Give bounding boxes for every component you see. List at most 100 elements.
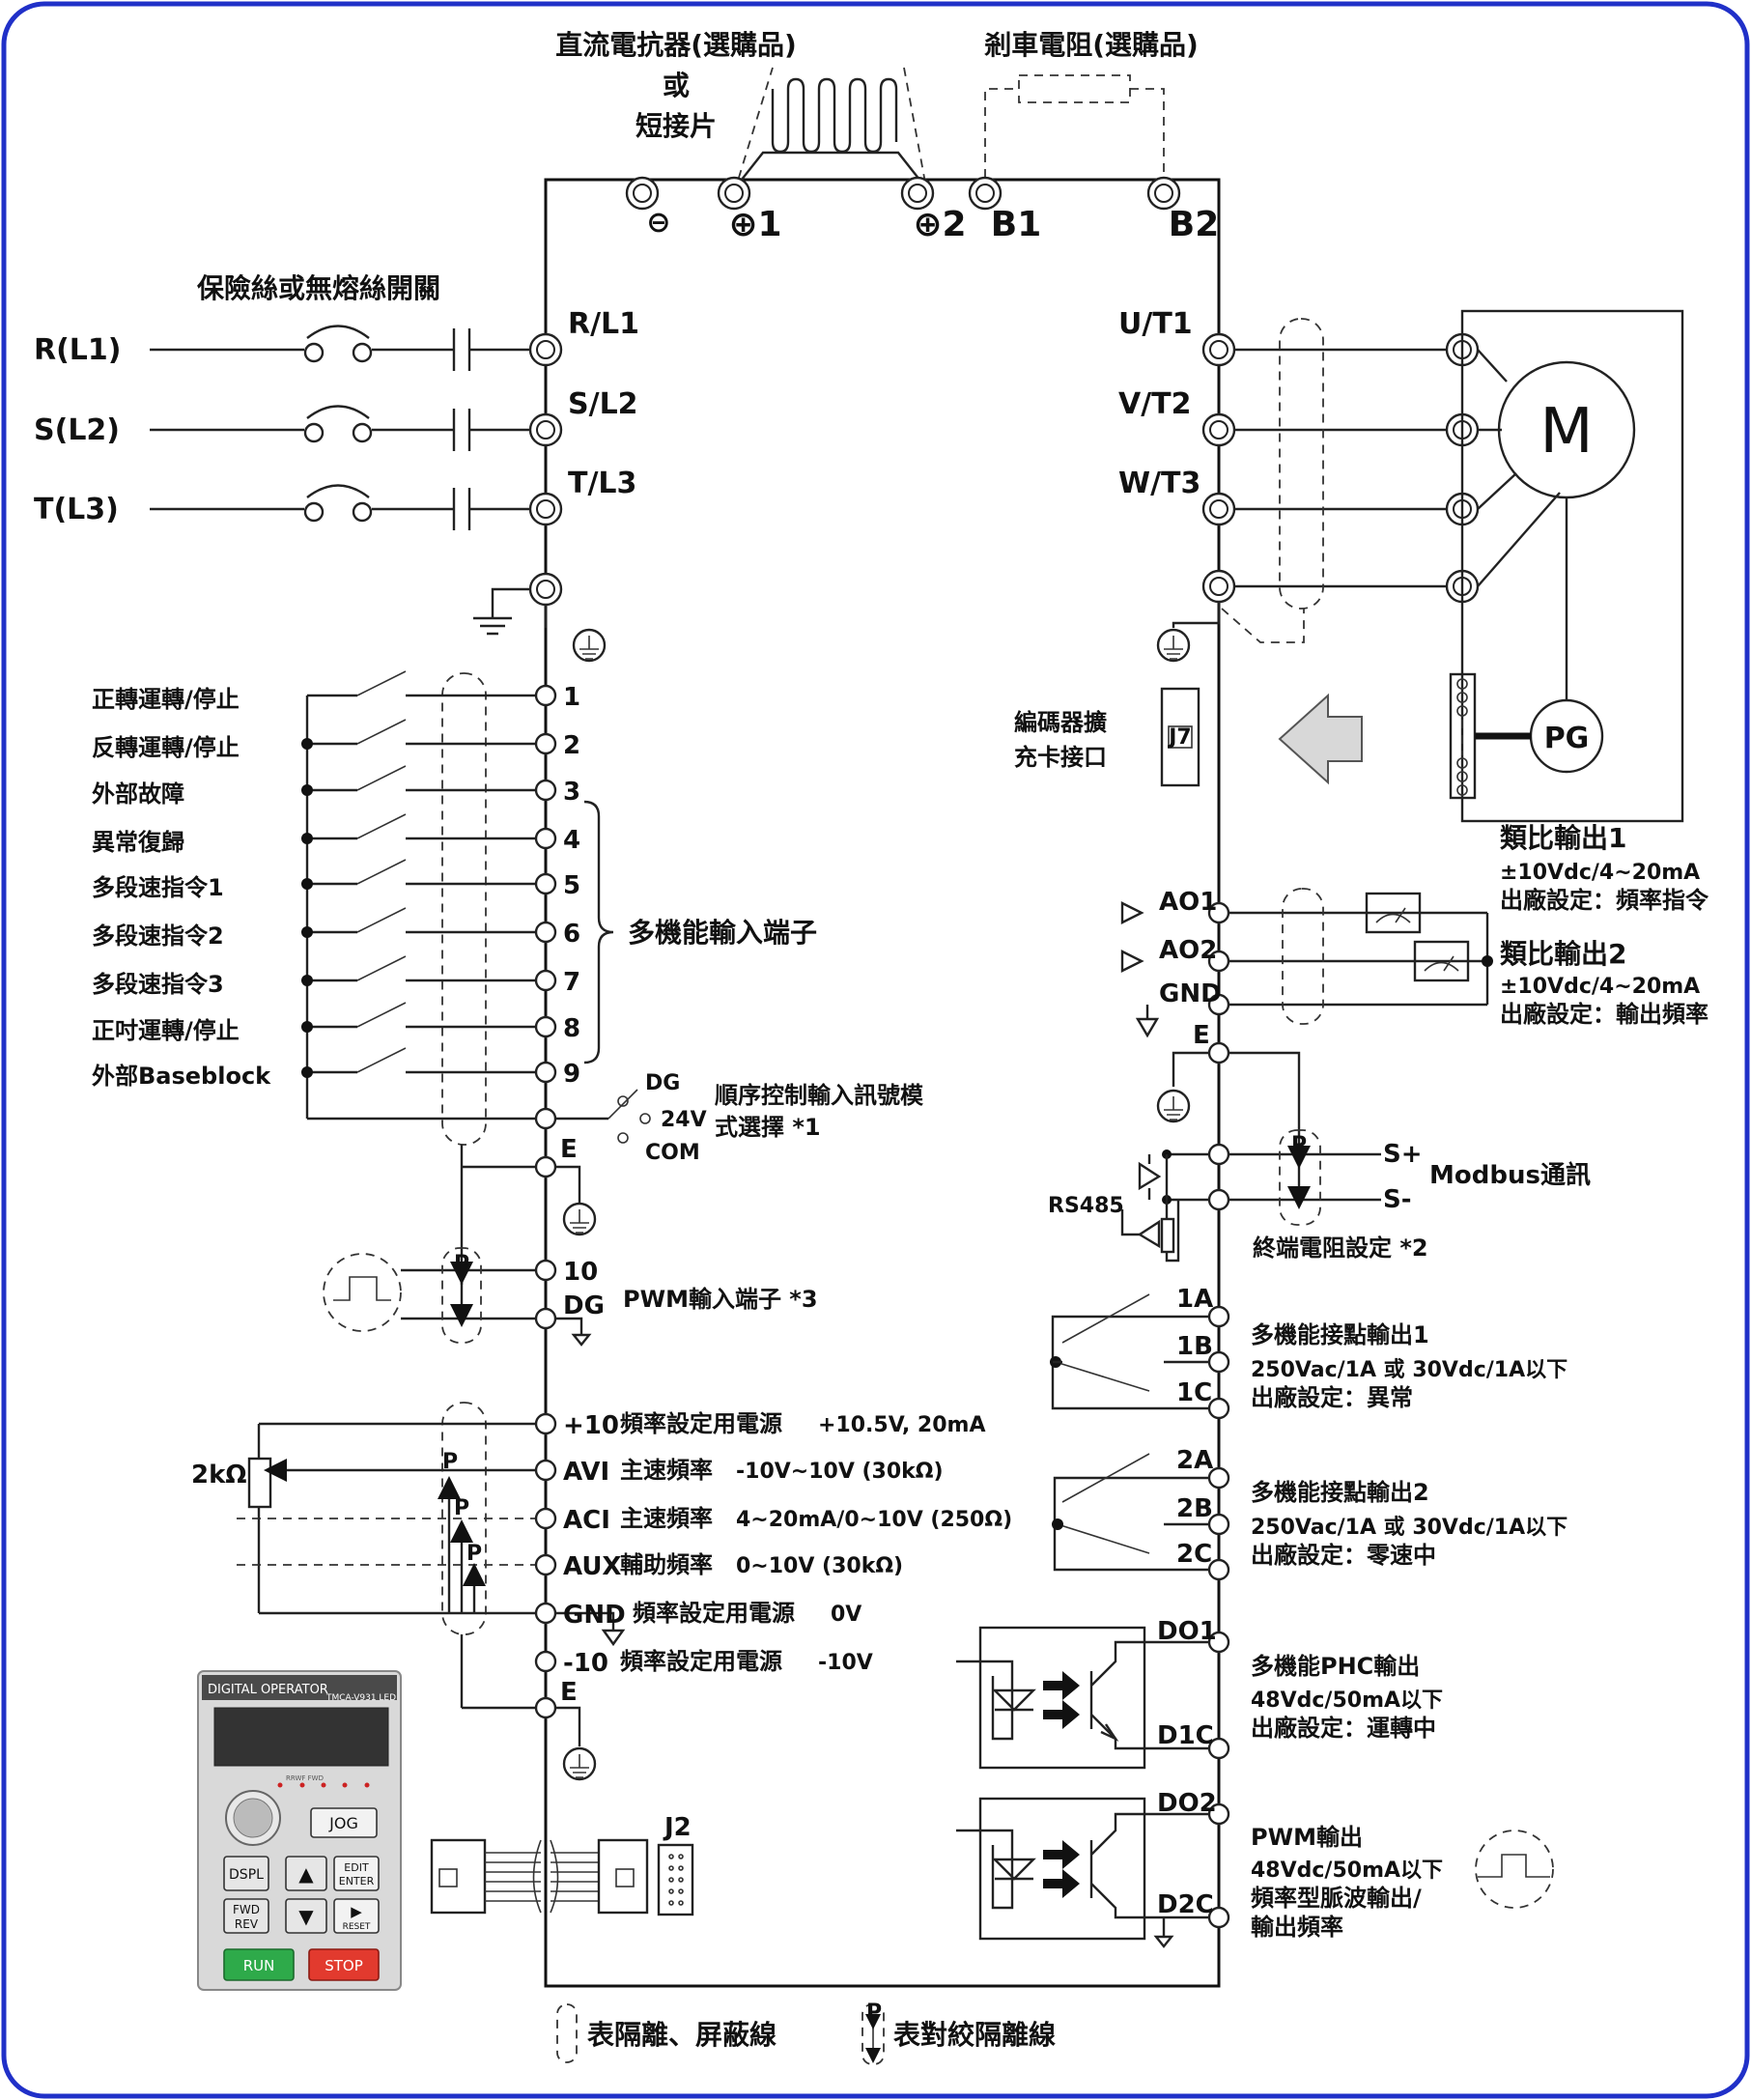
terminal-ut1-label: U/T1 — [1118, 307, 1193, 341]
keypad-stop-button[interactable]: STOP — [308, 1948, 380, 1981]
stop-label: STOP — [325, 1957, 363, 1974]
pot-label: 2kΩ — [191, 1461, 246, 1490]
encoder-card-label-2: 充卡接口 — [1014, 744, 1107, 771]
digital-input-label: 多段速指令1 — [92, 874, 224, 901]
digital-input-wiring — [305, 672, 536, 1146]
keypad-down-button[interactable]: ▼ — [285, 1898, 327, 1934]
analog-input-wiring: P P P — [237, 1402, 626, 1781]
digital-input-label: 正吋運轉/停止 — [92, 1017, 240, 1044]
do2-title: PWM輸出 — [1251, 1824, 1363, 1851]
modbus-wiring: P — [1120, 1129, 1381, 1263]
edit-label: EDIT — [344, 1861, 369, 1874]
digital-input-terminal: 5 — [563, 871, 580, 900]
analog-input-desc: 頻率設定用電源 — [620, 1410, 782, 1437]
ao1-label: AO1 — [1159, 888, 1217, 917]
dc-or-label: 或 — [663, 70, 690, 101]
relay1-title: 多機能接點輸出1 — [1251, 1321, 1429, 1348]
keypad-dspl-button[interactable]: DSPL — [223, 1856, 269, 1891]
reset-arrow: ▶ — [351, 1903, 362, 1920]
dspl-label: DSPL — [229, 1867, 264, 1883]
do1-label: DO1 — [1157, 1617, 1217, 1646]
fwd-label: FWD — [233, 1903, 260, 1916]
analog-input-spec: +10.5V, 20mA — [818, 1413, 986, 1437]
analog-input-desc: 頻率設定用電源 — [633, 1600, 795, 1627]
digital-input-terminal: 8 — [563, 1014, 580, 1043]
relay1-default: 出廠設定：異常 — [1251, 1384, 1413, 1411]
rs485-label: RS485 — [1048, 1194, 1124, 1218]
keypad-edit-enter-button[interactable]: EDIT ENTER — [333, 1856, 380, 1891]
terminal-rl1-label: R/L1 — [568, 307, 639, 341]
encoder-label: PG — [1544, 722, 1590, 755]
rev-label: REV — [235, 1917, 259, 1931]
keypad-jog-button[interactable]: JOG — [310, 1807, 378, 1838]
analog-input-terminal: AUX — [563, 1552, 621, 1581]
relay1-terminal-label: 1B — [1176, 1332, 1213, 1361]
digital-input-row: 正吋運轉/停止 8 — [92, 1002, 580, 1044]
do2-desc-1: 頻率型脈波輸出/ — [1251, 1885, 1422, 1912]
ao2-title: 類比輸出2 — [1500, 938, 1626, 970]
pwm-input-label: PWM輸入端子 *3 — [623, 1286, 818, 1313]
analog-input-terminal: ACI — [563, 1506, 610, 1535]
digital-input-terminal: 9 — [563, 1060, 580, 1089]
relay1-terminal-label: 1C — [1176, 1378, 1212, 1407]
keypad-model: TMCA-V931 LED — [325, 1693, 396, 1703]
j2-label: J2 — [663, 1813, 692, 1842]
mode-dg-label: DG — [645, 1071, 680, 1095]
digital-input-label: 正轉運轉/停止 — [92, 686, 240, 713]
modbus-label: Modbus通訊 — [1429, 1160, 1591, 1190]
keypad-reset-button[interactable]: ▶ RESET — [333, 1898, 380, 1934]
analog-input-desc: 主速頻率 — [620, 1457, 713, 1484]
digital-input-terminal: 1 — [563, 683, 580, 712]
ai-earth-label: E — [560, 1678, 578, 1707]
enter-label: ENTER — [339, 1875, 375, 1887]
terminal-wt3-label: W/T3 — [1118, 467, 1200, 500]
do1-spec: 48Vdc/50mA以下 — [1251, 1689, 1443, 1713]
do2-label: DO2 — [1157, 1789, 1217, 1818]
keypad-brand: DIGITAL OPERATOR — [208, 1683, 328, 1697]
reset-label: RESET — [343, 1922, 371, 1932]
do1-title: 多機能PHC輸出 — [1251, 1653, 1420, 1680]
di-group-brace — [583, 800, 614, 1064]
d2c-label: D2C — [1157, 1890, 1214, 1919]
dc-reactor-coil — [733, 67, 928, 194]
b2-label: B2 — [1169, 205, 1220, 244]
keypad-fwd-rev-button[interactable]: FWD REV — [223, 1898, 269, 1934]
digital-input-terminal: 7 — [563, 968, 580, 997]
analog-input-spec: 4~20mA/0~10V (250Ω) — [736, 1508, 1012, 1532]
digital-input-terminal: 2 — [563, 731, 580, 760]
analog-input-spec: 0~10V (30kΩ) — [736, 1554, 903, 1578]
relay2-terminal-label: 2B — [1176, 1494, 1213, 1523]
jog-label: JOG — [328, 1814, 358, 1832]
run-label: RUN — [243, 1957, 275, 1974]
keypad-up-button[interactable]: ▲ — [285, 1856, 327, 1891]
svg-text:P: P — [442, 1450, 458, 1474]
keypad-run-button[interactable]: RUN — [223, 1948, 295, 1981]
keypad-cable — [430, 1838, 694, 1916]
digital-input-row: 正轉運轉/停止 1 — [92, 670, 580, 713]
relay-outputs-wiring — [1050, 1293, 1230, 1581]
svg-text:P: P — [454, 1496, 469, 1520]
line-s-label: S(L2) — [34, 413, 120, 447]
digital-input-label: 反轉運轉/停止 — [92, 734, 240, 761]
keypad-led-labels: RRWF FWD — [286, 1774, 324, 1782]
mode-com-label: COM — [645, 1141, 700, 1165]
encoder-card-label-1: 編碼器擴 — [1014, 709, 1107, 736]
relay2-spec: 250Vac/1A 或 30Vdc/1A以下 — [1251, 1515, 1567, 1540]
analog-input-terminal: AVI — [563, 1458, 609, 1487]
di-group-label: 多機能輸入端子 — [628, 917, 817, 949]
digital-input-row: 多段速指令1 5 — [92, 859, 580, 901]
do1-default: 出廠設定：運轉中 — [1251, 1715, 1436, 1742]
terminal-sl2-label: S/L2 — [568, 387, 638, 421]
legend-twisted-label: 表對絞隔離線 — [893, 2019, 1056, 2051]
ao1-spec: ±10Vdc/4~20mA — [1500, 861, 1700, 885]
